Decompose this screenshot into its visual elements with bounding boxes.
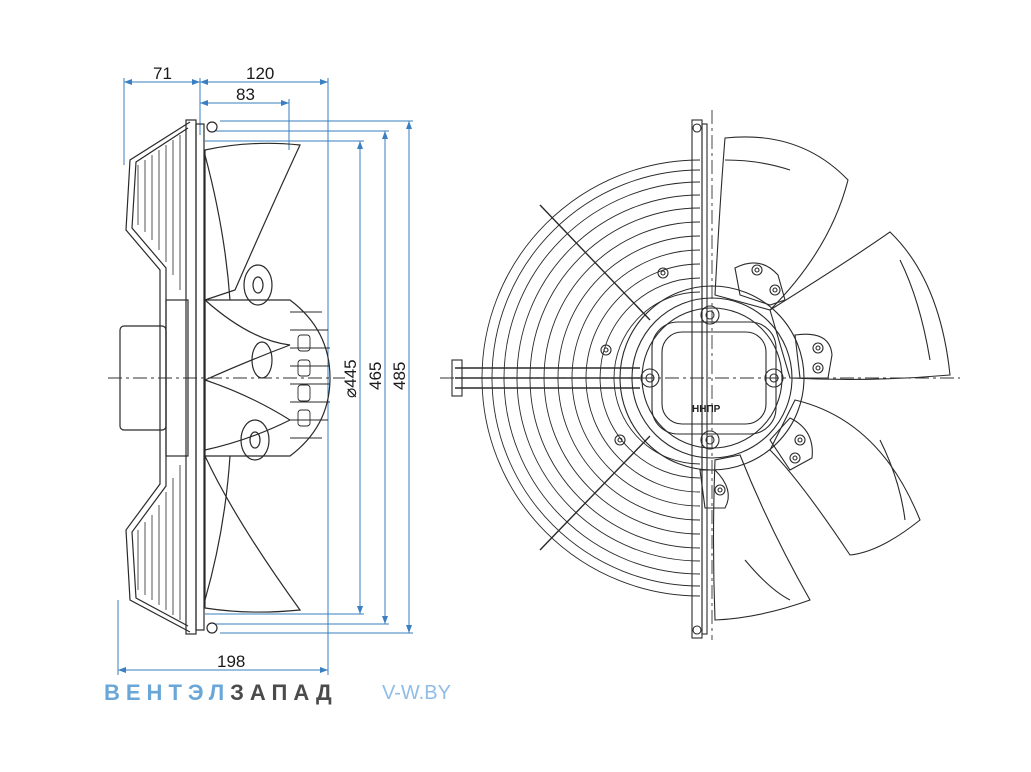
brand-part2: ЗАПАД [230,680,338,705]
dim-71: 71 [153,64,172,83]
brand-logo: ВЕНТЭЛЗАПАД [104,680,338,706]
dim-83: 83 [236,85,255,104]
brand-part1: ВЕНТЭЛ [104,680,231,705]
side-view [108,119,345,635]
dim-465: 465 [366,362,385,390]
dim-120: 120 [246,64,274,83]
dim-198: 198 [217,652,245,671]
dimension-lines [117,78,413,675]
brand-site: V-W.BY [382,682,451,704]
dim-445: ⌀445 [341,359,360,398]
front-view [440,110,960,640]
dim-485: 485 [390,362,409,390]
dimension-arrows [118,79,412,673]
hub-logo: ННПР [692,404,721,415]
